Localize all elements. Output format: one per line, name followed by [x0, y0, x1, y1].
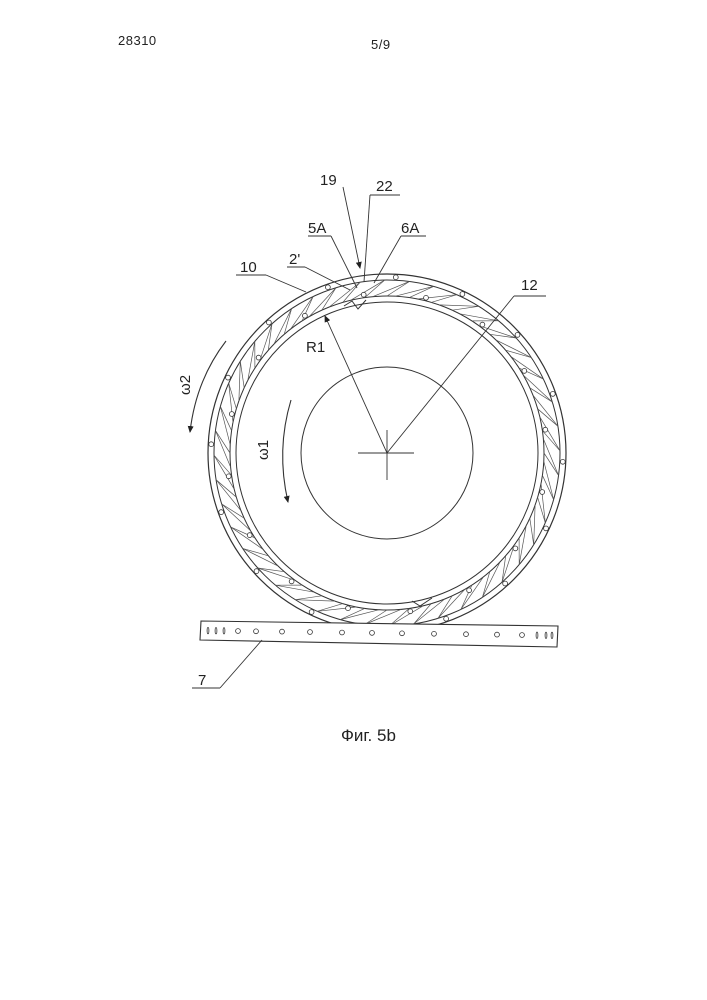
label-6a: 6A	[401, 220, 419, 237]
ring-dot	[393, 275, 398, 280]
winding-strand	[214, 455, 232, 475]
ring-dot	[543, 427, 548, 432]
leader-19	[343, 187, 360, 268]
ring-dot	[513, 546, 518, 551]
ring-dot	[254, 569, 259, 574]
label-2prime: 2'	[289, 251, 300, 268]
winding-strand	[239, 361, 240, 401]
ring-dot	[229, 412, 234, 417]
ring-dot	[503, 581, 508, 586]
winding-strand	[542, 431, 560, 451]
leader-7	[220, 640, 262, 688]
ring-dot	[522, 369, 527, 374]
label-22: 22	[376, 178, 393, 195]
ring-dot	[256, 355, 261, 360]
rail-hole	[254, 629, 259, 634]
winding-strand	[530, 518, 534, 545]
rail-hole	[400, 631, 405, 636]
winding-strand	[220, 406, 230, 444]
winding-strand	[216, 480, 241, 511]
rail-hole	[308, 630, 313, 635]
winding-strand	[511, 357, 544, 380]
leader-22	[364, 195, 370, 282]
winding-strand	[533, 395, 558, 426]
winding-strand	[291, 297, 314, 330]
winding-strand	[452, 306, 479, 310]
winding-strand	[240, 361, 244, 388]
winding-strand	[534, 505, 535, 545]
ring-dot	[247, 533, 252, 538]
rail-hole	[551, 632, 553, 638]
label-12: 12	[521, 277, 538, 294]
winding-strand	[414, 599, 445, 624]
rail-hole	[223, 628, 225, 634]
winding-strand	[365, 610, 387, 625]
label-10: 10	[240, 259, 257, 276]
ring-joint-bottom	[412, 598, 432, 606]
ring-dot	[289, 579, 294, 584]
ring-dot	[309, 610, 314, 615]
rail-hole	[495, 632, 500, 637]
label-omega1: ω1	[255, 440, 272, 460]
ring-dot	[408, 609, 413, 614]
rail-hole	[370, 631, 375, 636]
winding-strand	[295, 596, 322, 600]
label-7: 7	[198, 672, 206, 689]
rail-hole	[207, 627, 209, 633]
rail-hole	[464, 632, 469, 637]
ring-dot	[267, 320, 272, 325]
ring-dot	[303, 313, 308, 318]
leader-10-diag	[266, 275, 306, 292]
rail-hole	[520, 633, 525, 638]
rail-hole	[340, 630, 345, 635]
rail-hole	[536, 632, 538, 638]
ring-dot	[361, 292, 366, 297]
winding-strand	[439, 305, 479, 306]
winding-strand	[295, 600, 335, 601]
label-5a: 5A	[308, 220, 326, 237]
winding-strand	[365, 280, 385, 298]
ring-dot	[424, 295, 429, 300]
ring-dot	[444, 616, 449, 621]
ring-dot	[540, 490, 545, 495]
winding-strand	[387, 282, 409, 297]
ring-dot	[219, 510, 224, 515]
ring-dot	[560, 459, 565, 464]
rotation-arrow-w1	[283, 400, 291, 502]
ring-dot	[226, 375, 231, 380]
leader-5a-diag	[331, 236, 357, 288]
figure-caption: Фиг. 5b	[341, 726, 396, 745]
rail-hole	[545, 632, 547, 638]
rail-hole	[280, 629, 285, 634]
label-omega2: ω2	[177, 375, 194, 395]
rail-hole	[215, 628, 217, 634]
label-r1: R1	[306, 339, 325, 356]
winding-strand	[544, 453, 559, 475]
winding-strand	[544, 461, 554, 499]
ring-dot	[326, 285, 331, 290]
ring-dot	[346, 606, 351, 611]
ring-dot	[550, 392, 555, 397]
winding-strand	[216, 431, 231, 453]
winding-strand	[461, 577, 484, 610]
ring-dot	[544, 526, 549, 531]
ring-dot	[226, 474, 231, 479]
ring-dot	[209, 442, 214, 447]
rail-hole	[432, 631, 437, 636]
ring-dot	[480, 322, 485, 327]
winding-strand	[340, 610, 378, 620]
winding-strand	[395, 286, 433, 296]
label-19: 19	[320, 172, 337, 189]
ring-dot	[515, 333, 520, 338]
rail-hole	[236, 629, 241, 634]
ring-dot	[467, 588, 472, 593]
winding-strand	[231, 527, 264, 550]
ring-dot	[460, 292, 465, 297]
leader-12	[387, 296, 514, 453]
rail-7	[200, 621, 558, 647]
